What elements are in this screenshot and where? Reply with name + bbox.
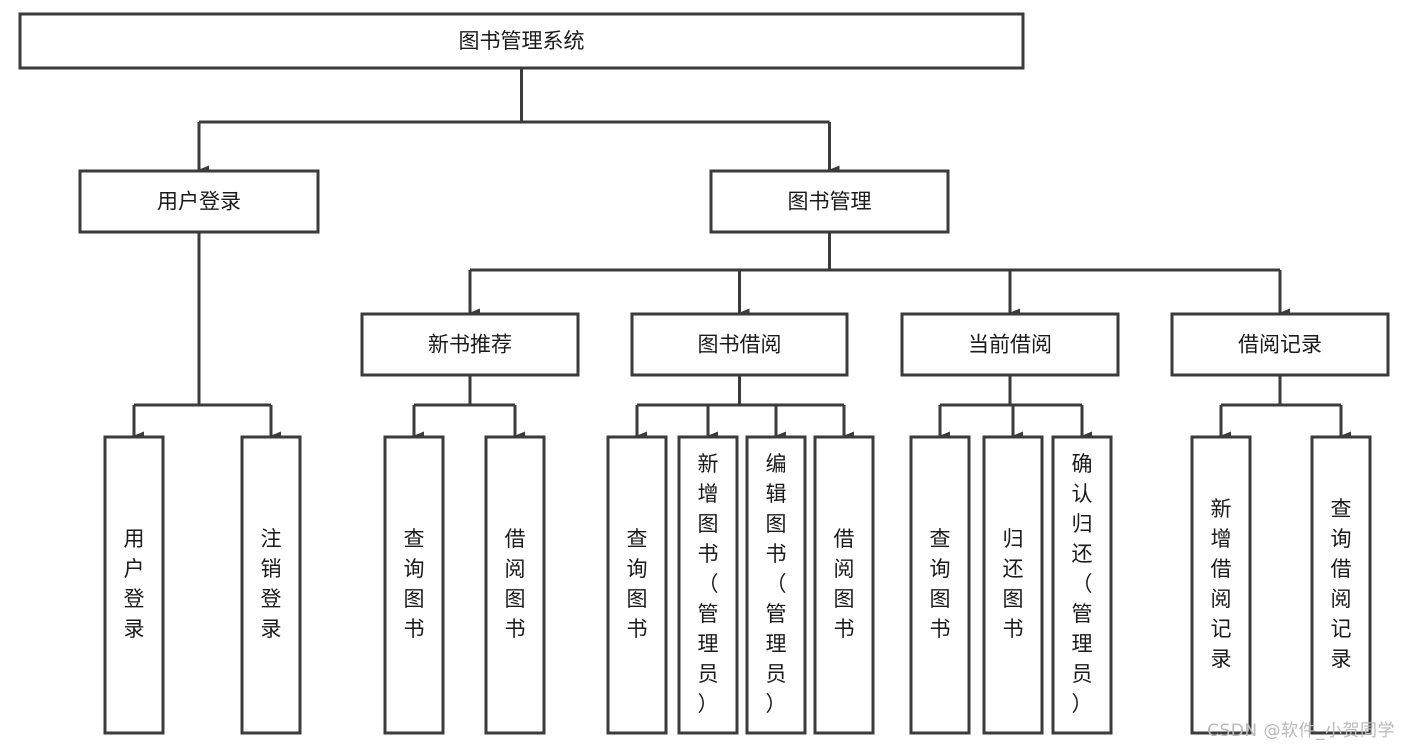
- node-label: 查询借阅记录: [1331, 497, 1352, 671]
- box-outline: [900, 312, 1120, 377]
- box-outline: [78, 169, 320, 234]
- box-outline: [1051, 435, 1113, 735]
- leaf-node-E5809FE99885E59BBEE4B9A6[interactable]: 借阅图书: [813, 435, 875, 735]
- leaf-node-E696B0E5A29EE5809FE99885[interactable]: 新增借阅记录: [1190, 435, 1252, 735]
- leaf-node-E69FA5E8AFA2E59BBEE4B9A6[interactable]: 查询图书: [606, 435, 668, 735]
- box-outline: [709, 169, 950, 234]
- box-outline: [745, 435, 807, 735]
- level3-node-E59BBEE4B9A6E5809FE99885[interactable]: 图书借阅: [630, 312, 849, 377]
- level3-node-E5809FE99885E8AEB0E5BD95[interactable]: 借阅记录: [1170, 312, 1390, 377]
- node-label: 查询图书: [930, 527, 951, 641]
- node-boxes: 图书管理系统用户登录图书管理新书推荐图书借阅当前借阅借阅记录用户登录注销登录查询…: [18, 12, 1390, 735]
- leaf-node-E5809FE99885E59BBEE4B9A6[interactable]: 借阅图书: [484, 435, 546, 735]
- node-label: 用户登录: [124, 527, 145, 641]
- box-outline: [1170, 312, 1390, 377]
- root-node-E59BBEE4B9A6E7AEA1E79086[interactable]: 图书管理系统: [18, 12, 1025, 70]
- node-label: 当前借阅: [968, 333, 1052, 357]
- leaf-node-E69FA5E8AFA2E59BBEE4B9A6[interactable]: 查询图书: [909, 435, 971, 735]
- node-label: 注销登录: [261, 527, 282, 641]
- level3-node-E696B0E4B9A6E68EA8E88D90[interactable]: 新书推荐: [360, 312, 580, 377]
- level3-node-E5BD93E5898DE5809FE99885[interactable]: 当前借阅: [900, 312, 1120, 377]
- leaf-node-E696B0E5A29EE59BBEE4B9A6[interactable]: 新增图书（管理员）: [677, 435, 739, 735]
- level2-node-E794A8E688B7E799BBE5BD95[interactable]: 用户登录: [78, 169, 320, 234]
- node-label: 新增借阅记录: [1211, 497, 1232, 671]
- box-outline: [630, 312, 849, 377]
- node-label: 图书管理: [788, 190, 872, 214]
- node-label: 图书借阅: [698, 333, 782, 357]
- node-label: 归还图书: [1003, 527, 1024, 641]
- node-label: 借阅图书: [834, 527, 855, 641]
- node-label: 图书管理系统: [459, 29, 585, 53]
- leaf-node-E69FA5E8AFA2E59BBEE4B9A6[interactable]: 查询图书: [383, 435, 445, 735]
- level2-node-E59BBEE4B9A6E7AEA1E79086[interactable]: 图书管理: [709, 169, 950, 234]
- leaf-node-E5BD92E8BF98E59BBEE4B9A6[interactable]: 归还图书: [982, 435, 1044, 735]
- node-label: 新书推荐: [428, 333, 512, 357]
- leaf-node-E6B3A8E99480E799BBE5BD95[interactable]: 注销登录: [240, 435, 302, 735]
- leaf-node-E7BC96E8BE91E59BBEE4B9A6[interactable]: 编辑图书（管理员）: [745, 435, 807, 735]
- node-label: 查询图书: [404, 527, 425, 641]
- node-label: 用户登录: [157, 190, 241, 214]
- box-outline: [813, 435, 875, 735]
- box-outline: [1190, 435, 1252, 735]
- node-label: 确认归还（管理员）: [1072, 452, 1093, 716]
- leaf-node-E69FA5E8AFA2E5809FE99885[interactable]: 查询借阅记录: [1310, 435, 1372, 735]
- box-outline: [677, 435, 739, 735]
- box-outline: [484, 435, 546, 735]
- box-outline: [103, 435, 165, 735]
- node-label: 编辑图书（管理员）: [766, 452, 787, 716]
- box-outline: [1310, 435, 1372, 735]
- box-outline: [909, 435, 971, 735]
- box-outline: [982, 435, 1044, 735]
- box-outline: [383, 435, 445, 735]
- box-outline: [606, 435, 668, 735]
- box-outline: [18, 12, 1025, 70]
- node-label: 借阅图书: [505, 527, 526, 641]
- box-outline: [240, 435, 302, 735]
- node-label: 新增图书（管理员）: [698, 452, 719, 716]
- box-outline: [360, 312, 580, 377]
- node-label: 查询图书: [627, 527, 648, 641]
- node-label: 借阅记录: [1238, 333, 1322, 357]
- leaf-node-E7A1AEE8AEA4E5BD92E8BF98[interactable]: 确认归还（管理员）: [1051, 435, 1113, 735]
- connector-lines: [132, 68, 1351, 441]
- leaf-node-E794A8E688B7E799BBE5BD95[interactable]: 用户登录: [103, 435, 165, 735]
